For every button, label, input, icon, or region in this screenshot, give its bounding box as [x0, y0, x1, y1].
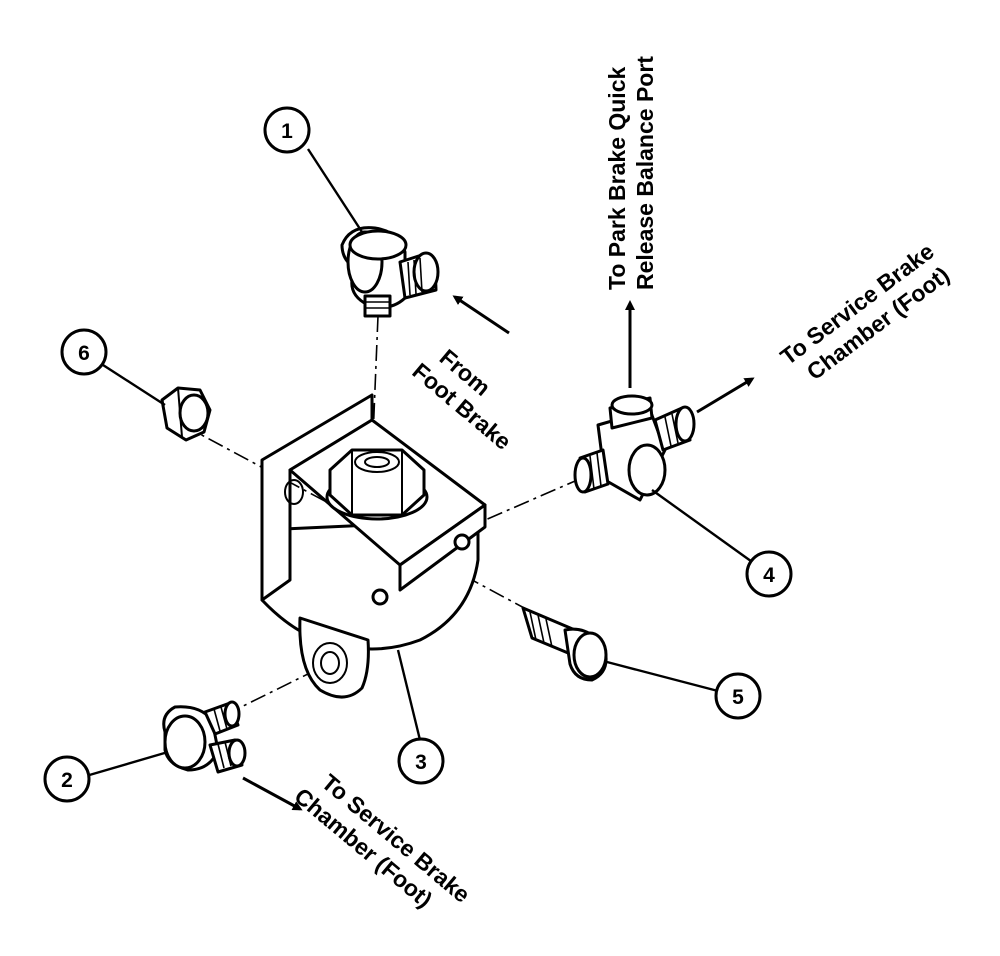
- plug-5: [521, 606, 608, 682]
- leader-lines: [85, 148, 756, 778]
- label-park-brake: To Park Brake Quick Release Balance Port: [604, 56, 658, 290]
- fitting-4-tee: [573, 394, 696, 502]
- flow-arrows: [242, 295, 755, 811]
- arrow-from-foot-brake: [452, 295, 510, 335]
- callout-3-number: 3: [415, 751, 427, 774]
- callout-3: 3: [397, 737, 445, 785]
- label-service-chamber-bottom: To Service Brake Chamber (Foot): [290, 769, 476, 913]
- fitting-1-elbow: [340, 226, 440, 318]
- callout-5-number: 5: [732, 686, 744, 709]
- callout-4-number: 4: [763, 564, 775, 587]
- label-park-brake-line2: Release Balance Port: [632, 56, 658, 290]
- fitting-2-elbow: [162, 700, 247, 774]
- arrow-service-chamber-bottom: [242, 776, 303, 811]
- arrow-service-chamber-right: [696, 377, 755, 414]
- label-park-brake-line1: To Park Brake Quick: [604, 67, 630, 290]
- callout-4: 4: [745, 550, 793, 598]
- callout-2: 2: [43, 755, 91, 803]
- callout-6: 6: [60, 328, 108, 376]
- cap-nut-6: [160, 386, 212, 442]
- callout-1: 1: [263, 106, 311, 154]
- label-from-foot-brake: From Foot Brake: [408, 344, 517, 455]
- callout-6-number: 6: [78, 342, 90, 365]
- callout-2-number: 2: [61, 769, 73, 792]
- callout-1-number: 1: [281, 120, 293, 143]
- label-service-chamber-right: To Service Brake Chamber (Foot): [775, 238, 954, 385]
- callout-5: 5: [714, 672, 762, 720]
- valve-body: [260, 393, 487, 699]
